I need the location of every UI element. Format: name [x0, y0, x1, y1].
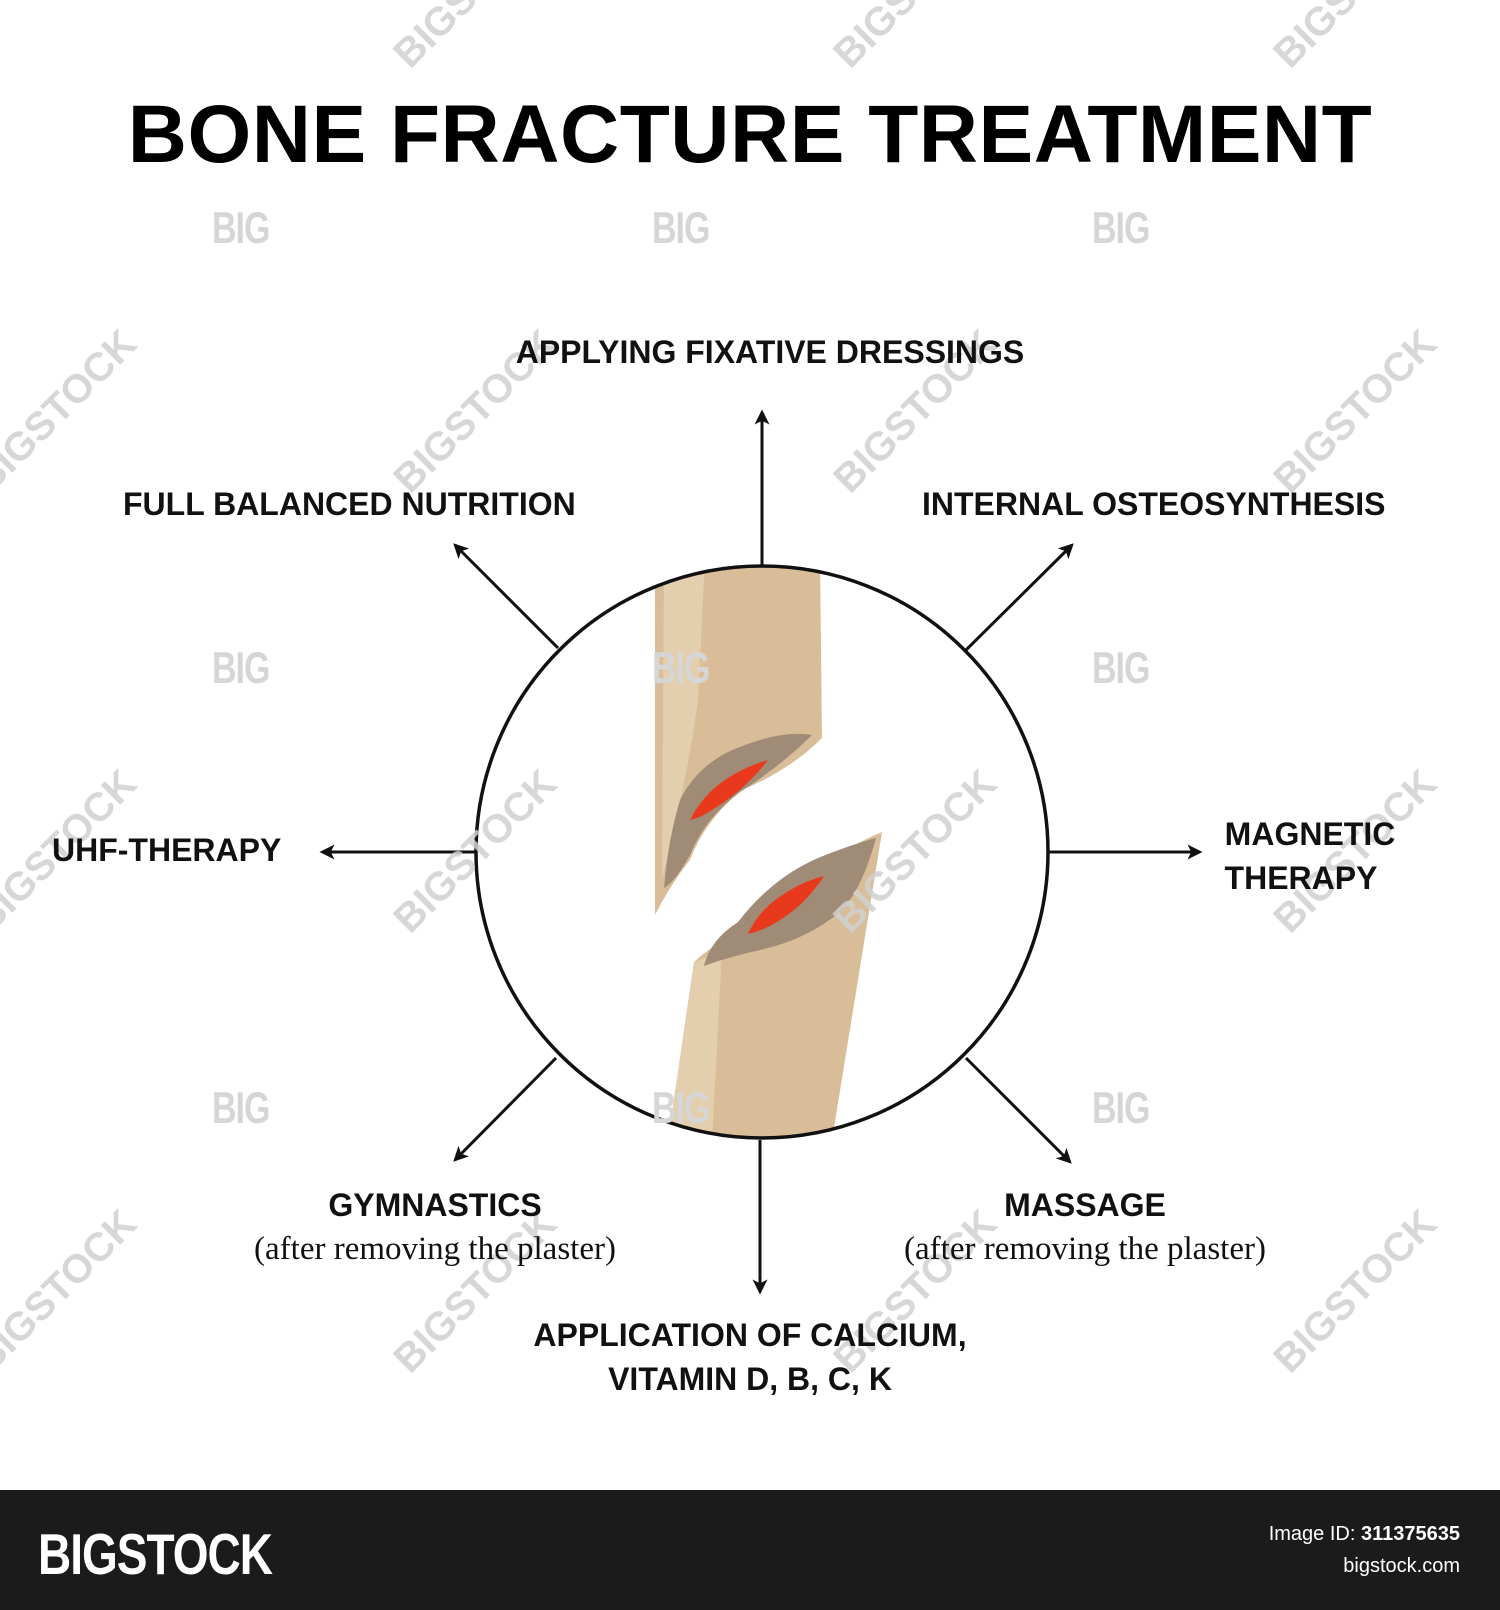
bone-lower-highlight	[668, 952, 722, 1138]
label-applying-fixative-dressings: APPLYING FIXATIVE DRESSINGS	[515, 334, 1025, 370]
label-massage-title: MASSAGE	[1004, 1187, 1166, 1223]
watermark-big: BIG	[212, 644, 270, 694]
label-magnetic-therapy-line2: THERAPY	[1224, 860, 1378, 896]
label-magnetic-therapy: MAGNETIC THERAPY	[1205, 812, 1415, 900]
watermark-big: BIG	[652, 644, 710, 694]
bone-upper-marrow	[664, 733, 812, 888]
label-magnetic-therapy-line1: MAGNETIC	[1224, 816, 1396, 852]
watermark-big: BIG	[212, 1084, 270, 1134]
label-gymnastics-title: GYMNASTICS	[328, 1187, 542, 1223]
label-application-line2: VITAMIN D, B, C, K	[608, 1361, 892, 1397]
footer-image-info: Image ID: 311375635 bigstock.com	[1269, 1518, 1460, 1582]
label-internal-osteosynthesis: INTERNAL OSTEOSYNTHESIS	[922, 486, 1386, 522]
watermark-big: BIG	[1092, 644, 1150, 694]
label-application-line1: APPLICATION OF CALCIUM,	[533, 1317, 967, 1353]
treatment-diagram: BIGSTOCK BIGSTOCK BIGSTOCK BIGSTOCK BIGS…	[0, 0, 1445, 1381]
label-massage: MASSAGE (after removing the plaster)	[870, 1183, 1300, 1271]
bone-upper-highlight	[662, 566, 705, 880]
label-massage-sub: (after removing the plaster)	[904, 1231, 1266, 1267]
arrow-top-right	[964, 543, 1074, 652]
bone-upper-blood	[690, 760, 768, 820]
label-gymnastics: GYMNASTICS (after removing the plaster)	[220, 1183, 650, 1271]
watermark-big: BIG	[1092, 1084, 1150, 1134]
watermark-big: BIG	[1092, 204, 1150, 254]
arrow-top-left	[453, 543, 560, 650]
watermark-big: BIG	[212, 204, 270, 254]
arrows	[319, 409, 1203, 1295]
watermark-stock: BIGSTOCK	[1265, 0, 1445, 76]
arrow-bottom-left	[453, 1056, 558, 1162]
page-title: BONE FRACTURE TREATMENT	[127, 89, 1373, 180]
watermark-big: BIG	[652, 204, 710, 254]
label-application-of-calcium: APPLICATION OF CALCIUM, VITAMIN D, B, C,…	[450, 1313, 1050, 1401]
fractured-bone-illustration	[655, 566, 882, 1138]
watermark-stock: BIGSTOCK	[385, 0, 565, 76]
footer-site-link[interactable]: bigstock.com	[1343, 1555, 1460, 1577]
footer-bar: BIGSTOCK Image ID: 311375635 bigstock.co…	[0, 1490, 1500, 1610]
label-uhf-therapy: UHF-THERAPY	[52, 832, 282, 868]
label-full-balanced-nutrition: FULL BALANCED NUTRITION	[123, 486, 576, 522]
watermark-stock: BIGSTOCK	[0, 1201, 145, 1381]
label-gymnastics-sub: (after removing the plaster)	[254, 1231, 616, 1267]
watermark-big: BIG	[652, 1084, 710, 1134]
watermark-stock: BIGSTOCK	[825, 0, 1005, 76]
diagram-circle	[474, 564, 1050, 1140]
footer-logo[interactable]: BIGSTOCK	[38, 1521, 273, 1587]
image-id-value: 311375635	[1360, 1523, 1460, 1545]
image-id-label: Image ID:	[1268, 1523, 1356, 1545]
bone-lower-blood	[748, 876, 824, 934]
arrow-bottom-right	[964, 1056, 1072, 1164]
